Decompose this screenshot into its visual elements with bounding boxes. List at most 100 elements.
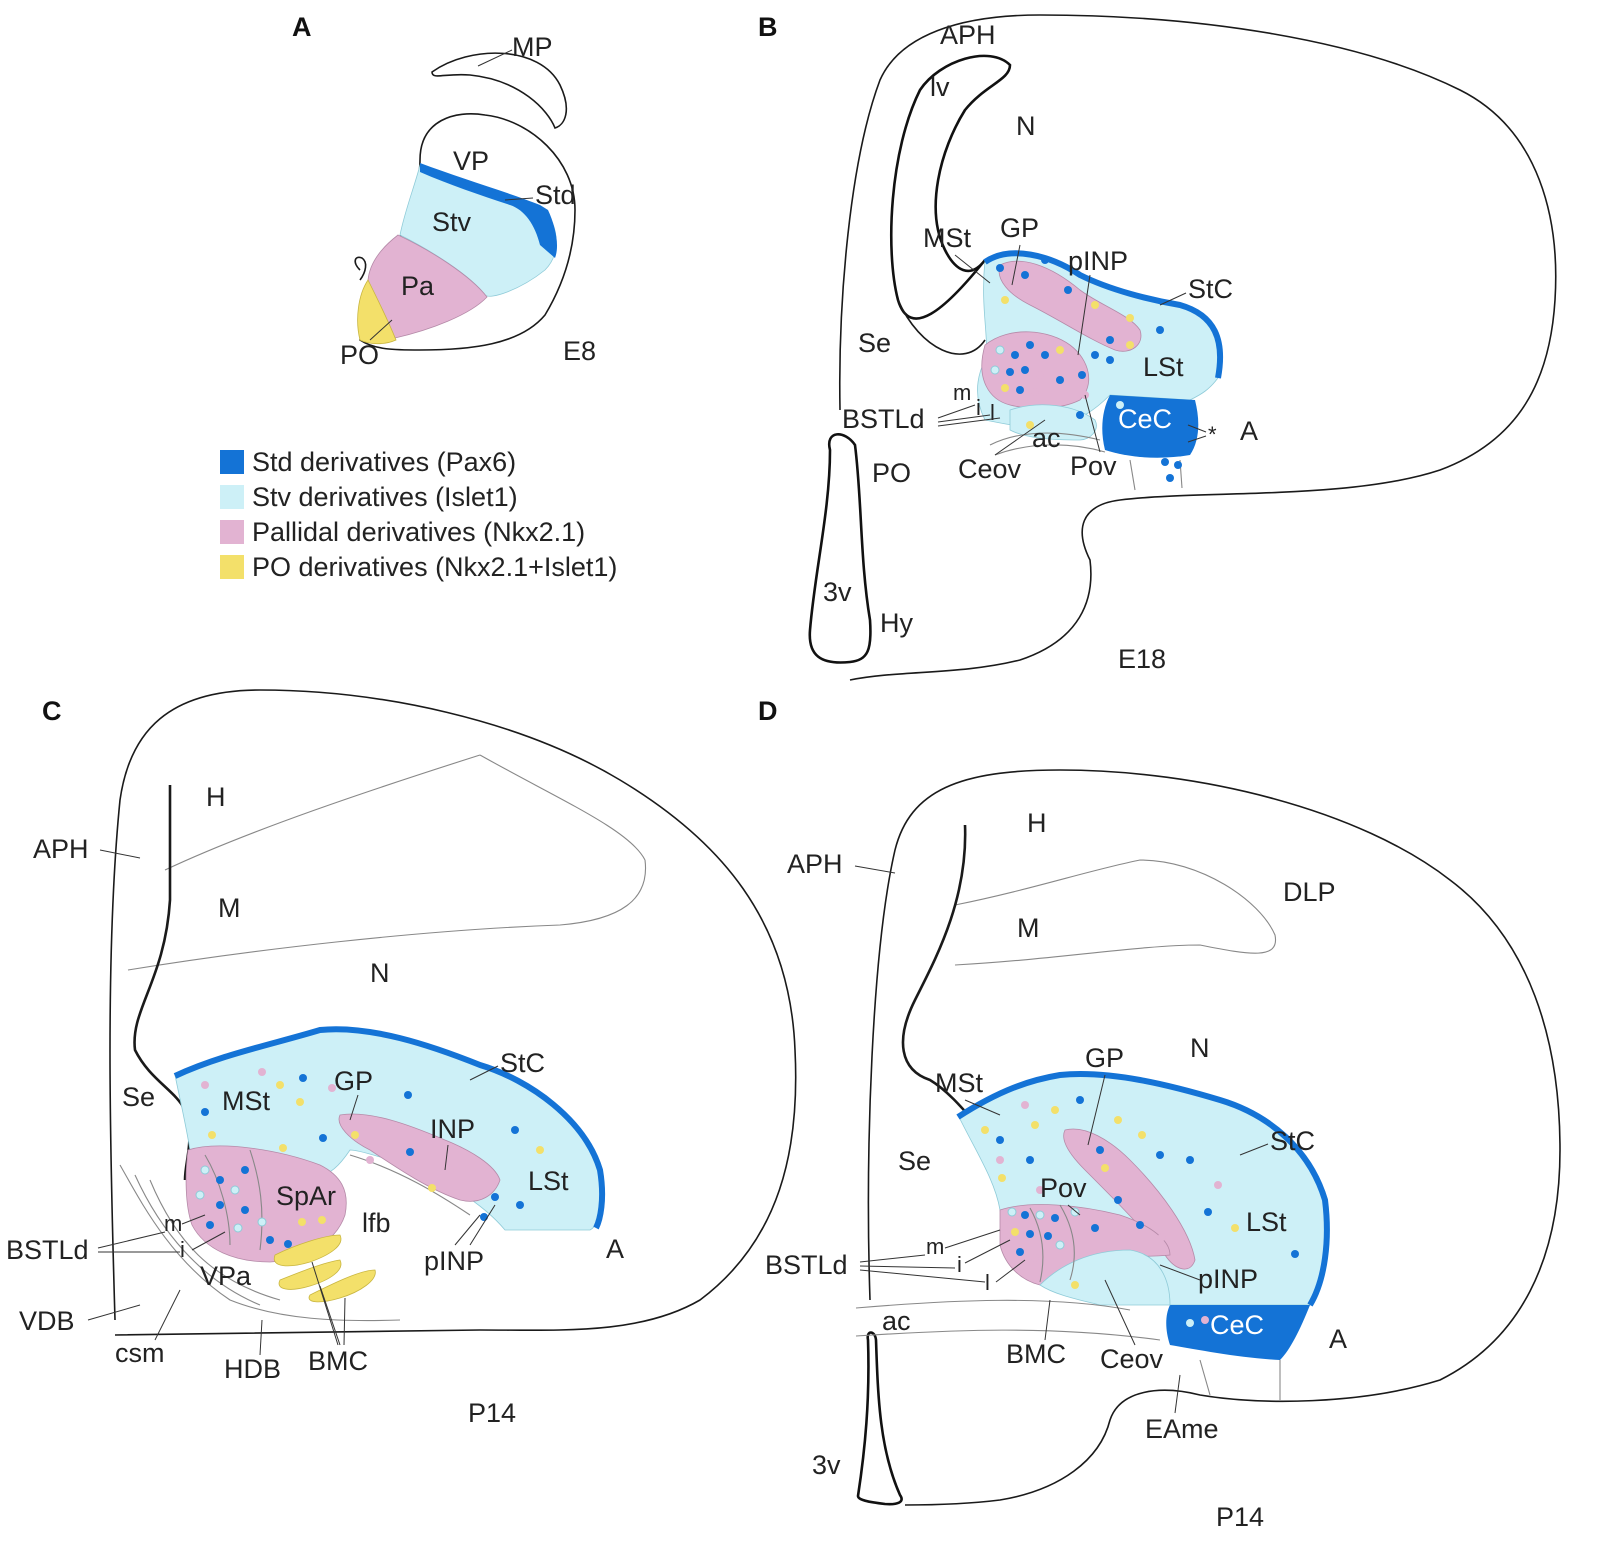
b-dot	[1001, 296, 1009, 304]
std-region	[420, 163, 558, 258]
c-dot	[216, 1176, 224, 1184]
b-dot	[1166, 474, 1174, 482]
leader-stc-c	[469, 1065, 499, 1081]
d-dot	[1231, 1224, 1239, 1232]
panel-letter-c: C	[42, 696, 62, 726]
d-dot	[1114, 1116, 1122, 1124]
label-m-region-c: M	[218, 893, 241, 923]
d-dot	[1136, 1221, 1144, 1229]
d-dot	[1021, 1101, 1029, 1109]
b-dot	[1091, 351, 1099, 359]
label-hdb-c: HDB	[224, 1354, 281, 1384]
c-dot	[318, 1216, 326, 1224]
c-ventricle-line	[133, 785, 191, 1181]
leader-mst-d	[964, 1099, 1001, 1116]
label-i-d: i	[957, 1252, 962, 1277]
leader-star-b-1	[1187, 424, 1207, 433]
b-dot	[995, 345, 1005, 355]
c-dot	[406, 1148, 414, 1156]
leader-po-a	[369, 319, 393, 341]
label-m-region-d: M	[1017, 913, 1040, 943]
d-dot	[981, 1126, 989, 1134]
c-stc-border	[173, 1026, 606, 1230]
d-dot	[1158, 1233, 1166, 1241]
d-dot	[1051, 1106, 1059, 1114]
label-pinp-b: pINP	[1068, 246, 1128, 276]
d-dot	[1031, 1121, 1039, 1129]
c-dot	[276, 1081, 284, 1089]
c-dot	[516, 1201, 524, 1209]
stage-b: E18	[1118, 644, 1166, 674]
leader-aph-c	[99, 849, 141, 859]
c-dot	[200, 1165, 210, 1175]
label-pov-b: Pov	[1070, 451, 1117, 481]
label-lv-b: lv	[930, 72, 950, 102]
leader-ceov-d	[1104, 1279, 1136, 1346]
label-i-b: i	[976, 395, 981, 420]
d-dot	[1070, 1207, 1080, 1217]
b-dot	[1001, 384, 1009, 392]
d-dot	[1214, 1181, 1222, 1189]
label-mst-b: MSt	[923, 223, 972, 253]
d-bstld-divider-2	[1029, 1207, 1044, 1283]
c-dot	[201, 1108, 209, 1116]
label-m-b: m	[953, 380, 971, 405]
leader-std	[504, 197, 534, 201]
d-dot	[1076, 1096, 1084, 1104]
d-dot	[1031, 1254, 1039, 1262]
label-pinp-c: pINP	[424, 1246, 484, 1276]
label-pa: Pa	[401, 271, 435, 301]
b-stc-border	[983, 250, 1224, 379]
d-dot	[1291, 1250, 1299, 1258]
label-n-d: N	[1190, 1033, 1210, 1063]
leader-bmc-c-3	[343, 1297, 346, 1346]
d-dot	[996, 1156, 1004, 1164]
label-inp-c: INP	[430, 1114, 475, 1144]
c-dot	[279, 1144, 287, 1152]
leader-pov-d	[1067, 1204, 1081, 1216]
label-se-b: Se	[858, 328, 891, 358]
c-dot	[328, 1084, 336, 1092]
d-dot	[1021, 1211, 1029, 1219]
d-dot	[1156, 1151, 1164, 1159]
leader-hdb-c	[259, 1319, 263, 1356]
b-dot	[1036, 371, 1044, 379]
legend-swatch-pallidal	[220, 520, 244, 544]
c-dot	[511, 1126, 519, 1134]
b-dot	[990, 365, 1000, 375]
leader-i-d	[964, 1239, 1011, 1264]
c-dot	[230, 1185, 240, 1195]
leader-vdb-c	[87, 1304, 141, 1321]
label-n-b: N	[1016, 111, 1036, 141]
c-dot	[284, 1240, 292, 1248]
label-ac-d: ac	[882, 1306, 911, 1336]
leader-mp	[477, 49, 513, 67]
c-spar-divider-2	[204, 1154, 231, 1246]
label-spar-c: SpAr	[276, 1181, 336, 1211]
c-dot	[241, 1206, 249, 1214]
label-eame-d: EAme	[1145, 1414, 1219, 1444]
label-h-d: H	[1027, 808, 1047, 838]
b-dot	[1106, 356, 1114, 364]
leader-ceov-b	[994, 419, 1046, 456]
leader-i-c	[191, 1231, 226, 1251]
po-region	[357, 279, 397, 345]
d-dot	[1096, 1146, 1104, 1154]
leader-bmc-c-1	[311, 1261, 339, 1346]
d-ac-line-2	[855, 1329, 1161, 1341]
label-bstld-c: BSTLd	[6, 1235, 89, 1265]
legend-label-po: PO derivatives (Nkx2.1+Islet1)	[252, 552, 617, 582]
d-bstld-divider-1	[1059, 1204, 1075, 1281]
d-dot	[1114, 1196, 1122, 1204]
d-dot	[1186, 1319, 1194, 1327]
b-gp-region	[998, 260, 1142, 352]
d-dot	[1186, 1156, 1194, 1164]
b-dot	[1091, 301, 1099, 309]
label-m-c: m	[164, 1211, 182, 1236]
label-gp-c: GP	[334, 1066, 373, 1096]
b-dot	[1126, 341, 1134, 349]
label-pov-d: Pov	[1040, 1173, 1087, 1203]
label-pinp-d: pINP	[1198, 1264, 1258, 1294]
b-dot	[1056, 376, 1064, 384]
label-po-a: PO	[340, 340, 379, 370]
